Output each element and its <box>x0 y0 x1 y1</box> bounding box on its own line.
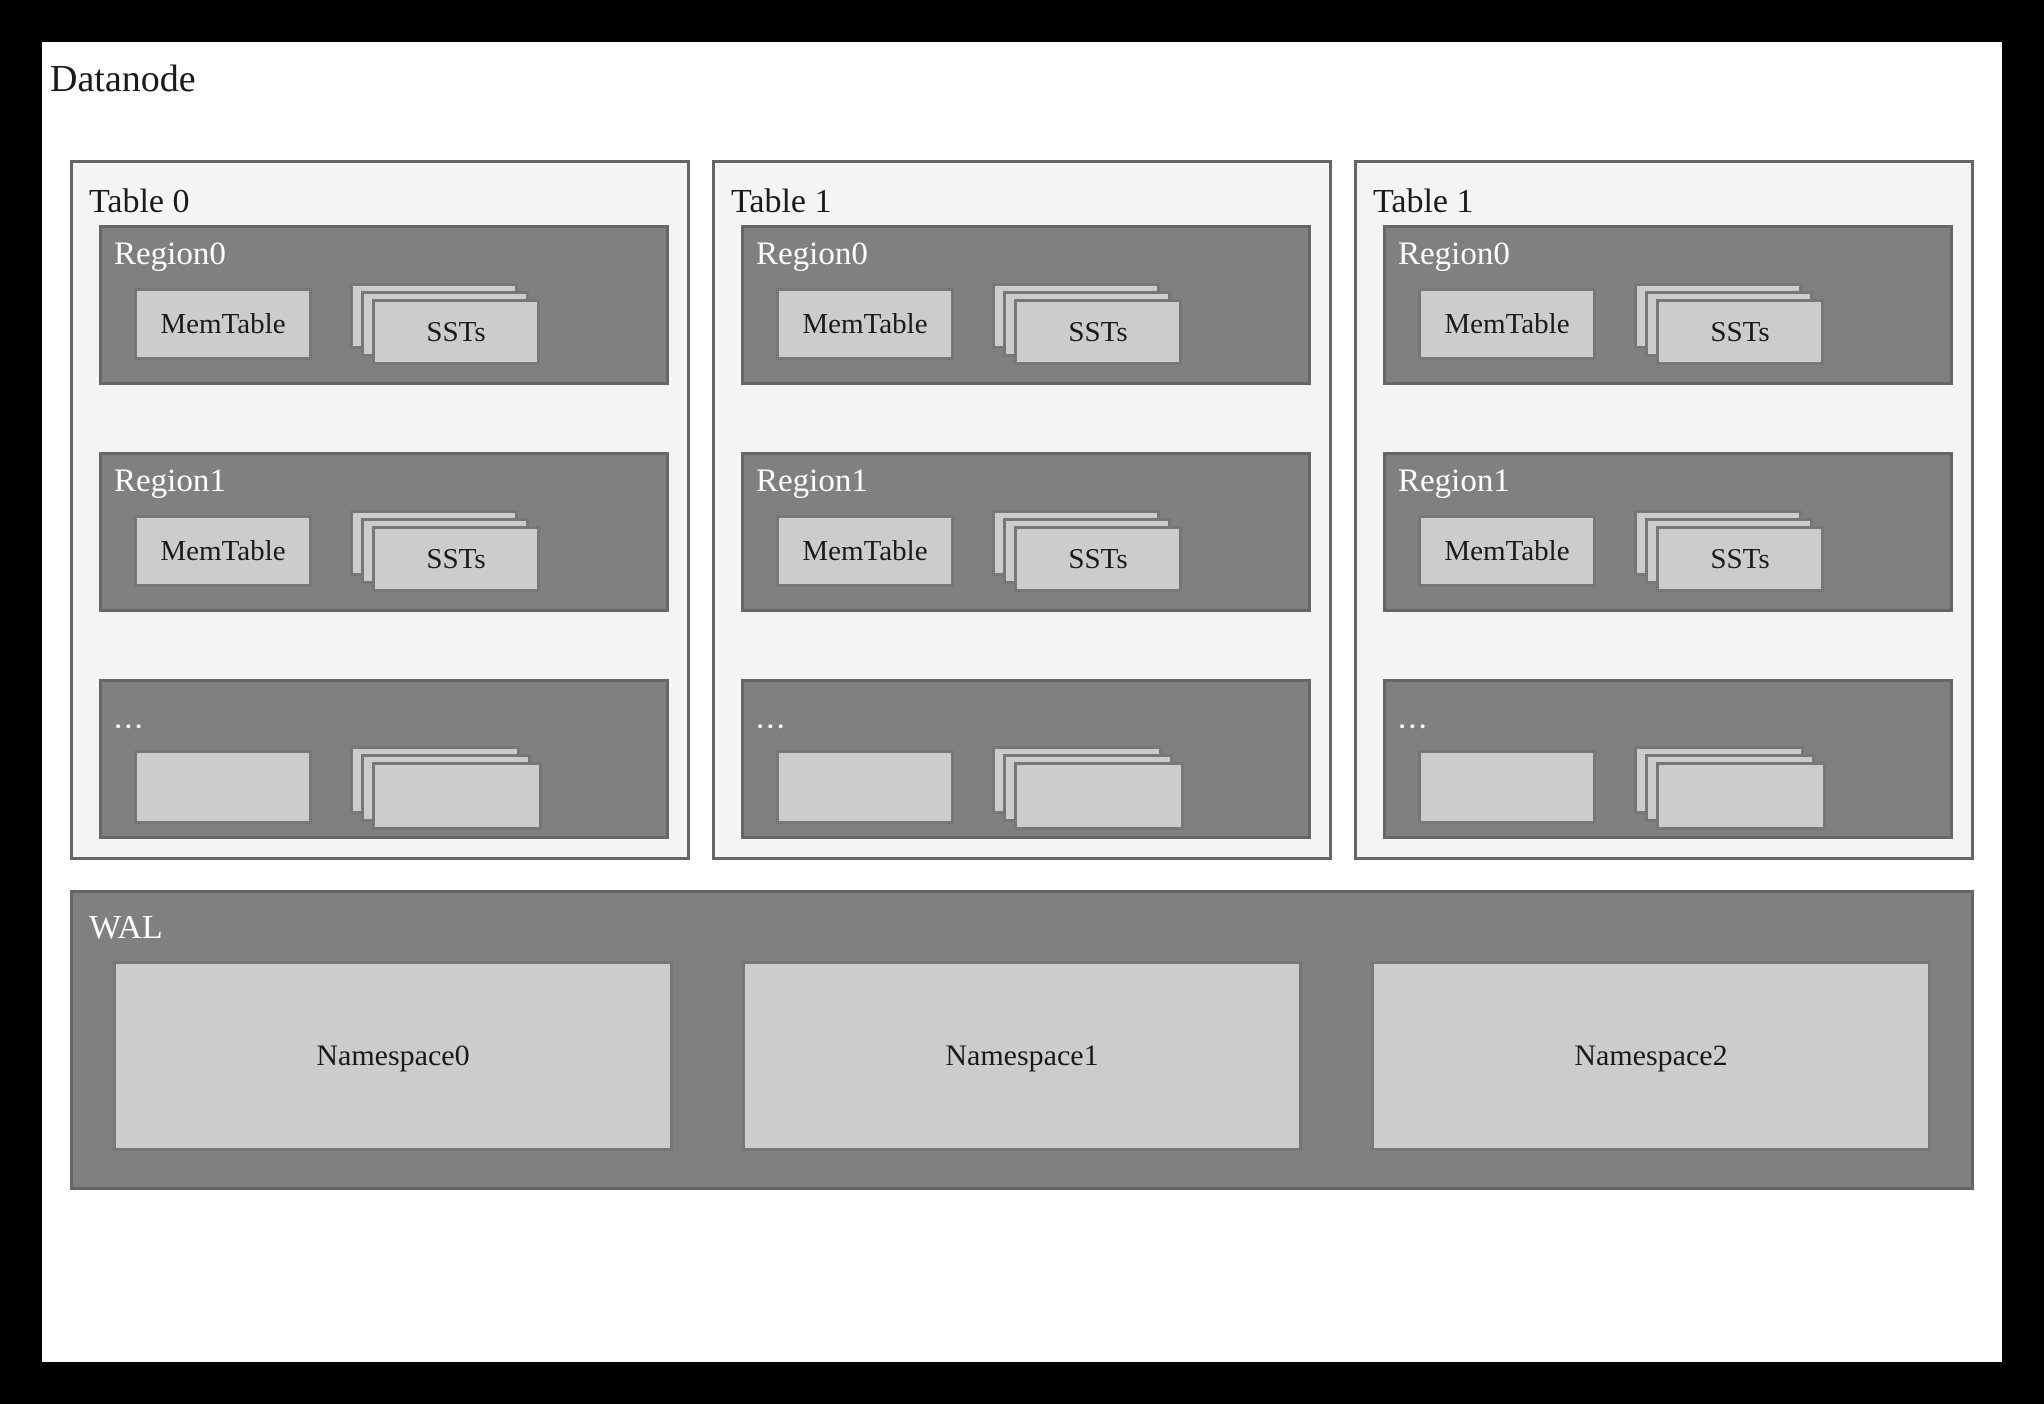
region-inner <box>1418 746 1932 830</box>
region-box: Region1 MemTable SSTs <box>741 452 1311 612</box>
ssts-stack-blank <box>992 746 1184 832</box>
ssts-stack: SSTs <box>992 510 1182 592</box>
region-inner: MemTable SSTs <box>1418 283 1932 365</box>
region-box-ellipsis: ... <box>99 679 669 839</box>
tables-row: Table 0 Region0 MemTable SSTs Region1 <box>70 160 1974 860</box>
sst-sheet-front: SSTs <box>372 526 540 592</box>
ssts-stack: SSTs <box>1634 510 1824 592</box>
memtable-box-blank <box>1418 750 1596 824</box>
sst-sheet-front: SSTs <box>1014 299 1182 365</box>
namespace-box-0: Namespace0 <box>113 961 673 1151</box>
wal-band: WAL Namespace0 Namespace1 Namespace2 <box>70 890 1974 1190</box>
region-ellipsis-label: ... <box>756 700 787 736</box>
ssts-stack: SSTs <box>992 283 1182 365</box>
region-box: Region0 MemTable SSTs <box>741 225 1311 385</box>
region-inner: MemTable SSTs <box>134 283 648 365</box>
memtable-box-blank <box>776 750 954 824</box>
region-box: Region1 MemTable SSTs <box>99 452 669 612</box>
ssts-stack-blank <box>1634 746 1826 832</box>
region-ellipsis-label: ... <box>114 700 145 736</box>
regions-stack: Region0 MemTable SSTs Region1 MemTable <box>741 225 1311 839</box>
table-label: Table 1 <box>1373 183 1474 220</box>
sst-sheet-front <box>372 762 542 830</box>
datanode-container: Datanode Table 0 Region0 MemTable SSTs <box>42 42 2002 1362</box>
ssts-stack: SSTs <box>1634 283 1824 365</box>
regions-stack: Region0 MemTable SSTs Region1 MemTable <box>99 225 669 839</box>
memtable-box: MemTable <box>134 515 312 587</box>
region-inner: MemTable SSTs <box>776 510 1290 592</box>
region-label: Region1 <box>756 463 868 499</box>
region-inner: MemTable SSTs <box>776 283 1290 365</box>
memtable-box-blank <box>134 750 312 824</box>
region-ellipsis-label: ... <box>1398 700 1429 736</box>
table-panel-0: Table 0 Region0 MemTable SSTs Region1 <box>70 160 690 860</box>
memtable-box: MemTable <box>776 288 954 360</box>
sst-sheet-front: SSTs <box>1656 299 1824 365</box>
namespace-box-1: Namespace1 <box>742 961 1302 1151</box>
sst-sheet-front: SSTs <box>1656 526 1824 592</box>
region-inner: MemTable SSTs <box>134 510 648 592</box>
sst-sheet-front: SSTs <box>1014 526 1182 592</box>
sst-sheet-front: SSTs <box>372 299 540 365</box>
table-label: Table 1 <box>731 183 832 220</box>
memtable-box: MemTable <box>1418 515 1596 587</box>
region-label: Region0 <box>756 236 868 272</box>
region-box-ellipsis: ... <box>741 679 1311 839</box>
datanode-title: Datanode <box>50 58 196 100</box>
sst-sheet-front <box>1656 762 1826 830</box>
table-panel-1: Table 1 Region0 MemTable SSTs Region1 <box>712 160 1332 860</box>
wal-label: WAL <box>89 909 163 946</box>
region-label: Region0 <box>1398 236 1510 272</box>
memtable-box: MemTable <box>1418 288 1596 360</box>
memtable-box: MemTable <box>134 288 312 360</box>
region-inner: MemTable SSTs <box>1418 510 1932 592</box>
sst-sheet-front <box>1014 762 1184 830</box>
namespace-box-2: Namespace2 <box>1371 961 1931 1151</box>
region-box: Region0 MemTable SSTs <box>1383 225 1953 385</box>
region-label: Region1 <box>1398 463 1510 499</box>
table-panel-2: Table 1 Region0 MemTable SSTs Region1 <box>1354 160 1974 860</box>
table-label: Table 0 <box>89 183 190 220</box>
region-box-ellipsis: ... <box>1383 679 1953 839</box>
wal-namespaces-row: Namespace0 Namespace1 Namespace2 <box>113 961 1931 1151</box>
regions-stack: Region0 MemTable SSTs Region1 MemTable <box>1383 225 1953 839</box>
region-label: Region0 <box>114 236 226 272</box>
ssts-stack-blank <box>350 746 542 832</box>
region-box: Region1 MemTable SSTs <box>1383 452 1953 612</box>
region-box: Region0 MemTable SSTs <box>99 225 669 385</box>
region-label: Region1 <box>114 463 226 499</box>
ssts-stack: SSTs <box>350 510 540 592</box>
ssts-stack: SSTs <box>350 283 540 365</box>
memtable-box: MemTable <box>776 515 954 587</box>
region-inner <box>776 746 1290 830</box>
region-inner <box>134 746 648 830</box>
